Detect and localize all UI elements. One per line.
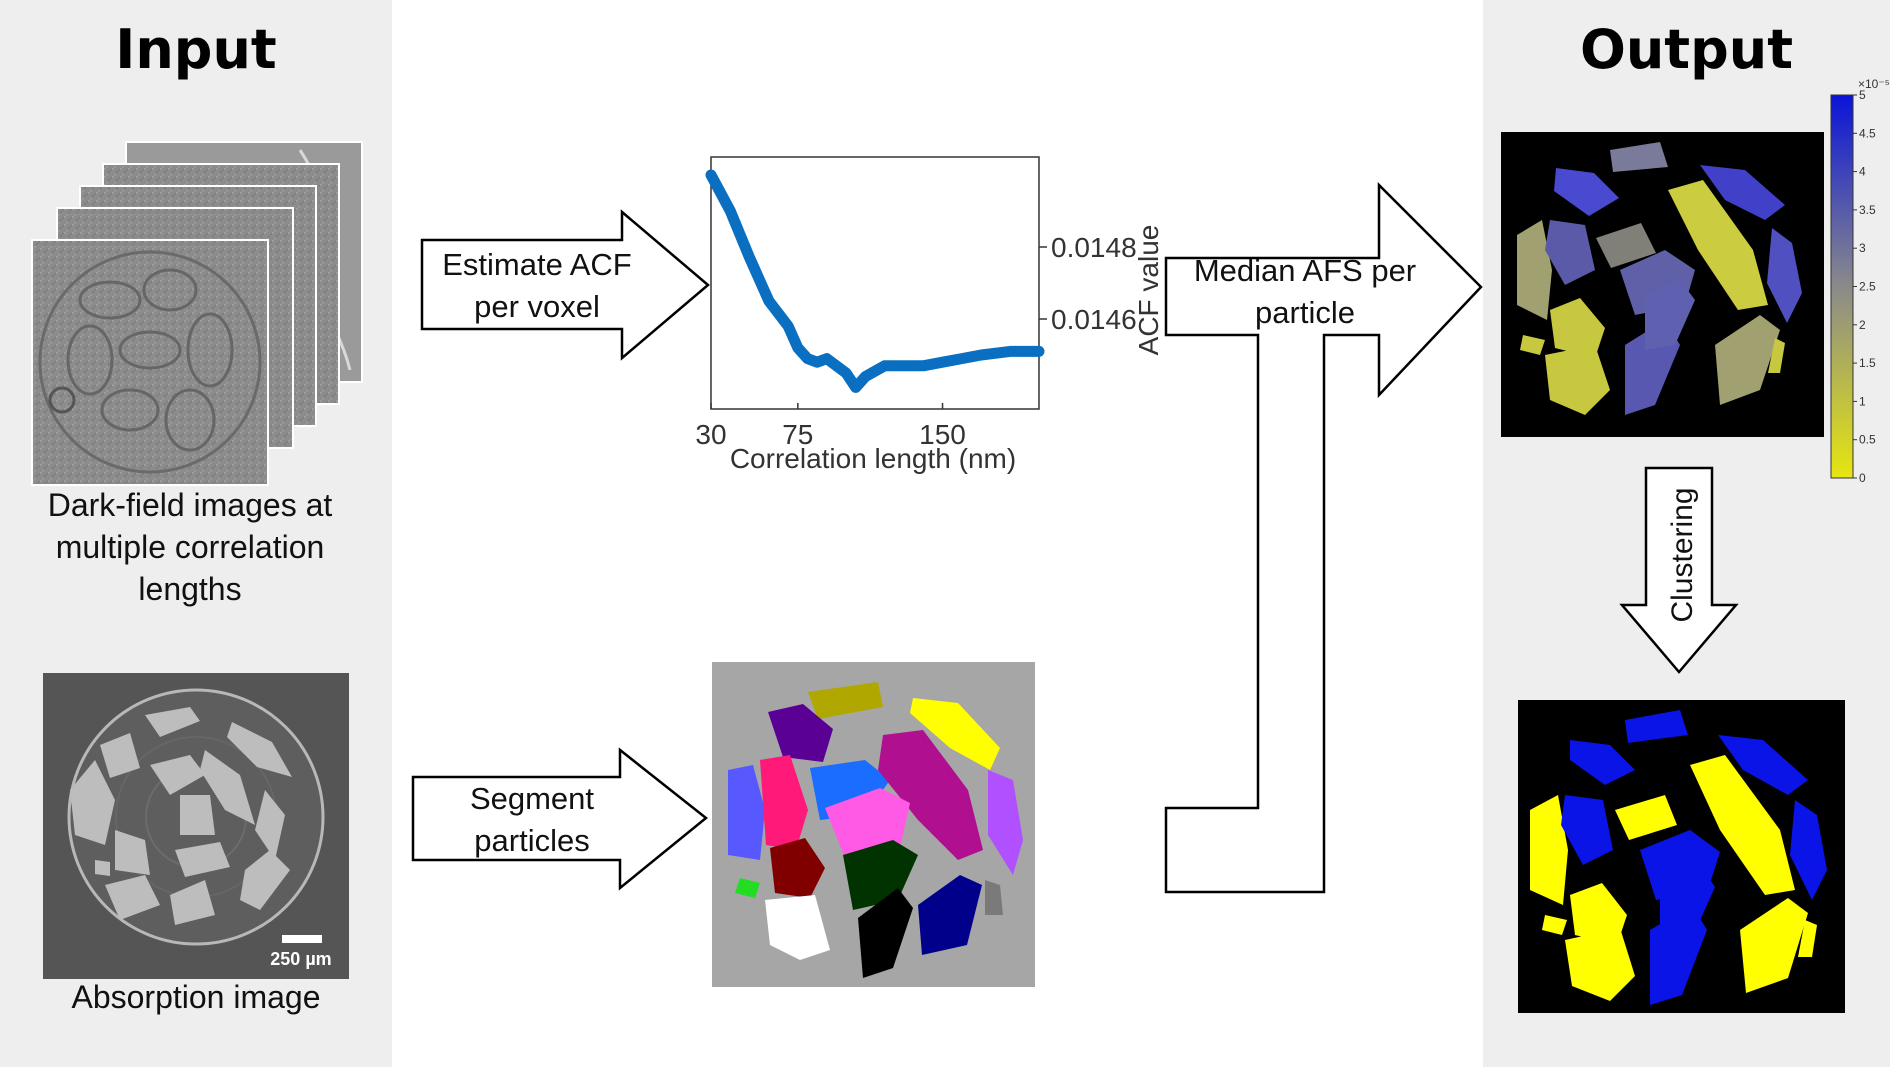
colorbar-tick-label: 4	[1859, 165, 1866, 179]
x-tick-label: 150	[919, 419, 966, 450]
acf-point	[825, 357, 828, 360]
y-tick-label: 0.0148	[1051, 232, 1137, 263]
colorbar-tick-label: 2	[1859, 318, 1866, 332]
acf-point	[960, 357, 963, 360]
acf-point	[902, 364, 905, 367]
colorbar-tick-label: 4.5	[1859, 126, 1876, 140]
cluster-result-image	[1518, 700, 1845, 1013]
acf-chart: 30 75 150 0.0148 0.0146 Correlation length (…	[695, 156, 1164, 474]
colorbar-tick-label: 5	[1859, 88, 1866, 102]
colorbar-tick-label: 1.5	[1859, 356, 1876, 370]
x-tick-label: 75	[782, 419, 813, 450]
colorbar-tick-label: 1	[1859, 394, 1866, 408]
acf-point	[1009, 350, 1012, 353]
afs-map-image	[1501, 132, 1824, 437]
median-afs-label: Median AFS per particle	[1193, 253, 1417, 330]
acf-point	[816, 361, 819, 364]
clustering-arrow	[1619, 466, 1739, 674]
acf-point	[883, 364, 886, 367]
colorbar-tick-label: 3	[1859, 241, 1866, 255]
acf-point	[941, 361, 944, 364]
absorption-label: Absorption image	[71, 979, 321, 1015]
colorbar-tick-label: 0	[1859, 471, 1866, 485]
scalebar-label: 250 µm	[270, 949, 331, 969]
colorbar-tick-label: 0.5	[1859, 433, 1876, 447]
acf-point	[854, 386, 857, 389]
acf-point	[806, 357, 809, 360]
darkfield-label: Dark-field images at multiple correlatio…	[47, 487, 333, 607]
darkfield-image-stack	[31, 141, 363, 486]
acf-point	[710, 174, 712, 176]
colorbar-exponent: ×10⁻⁵	[1858, 77, 1890, 91]
colorbar: 5 4.5 4 3.5 3 2.5 2 1.5 1 0.5 0 ×10⁻⁵	[1830, 77, 1890, 485]
acf-point	[748, 256, 751, 259]
acf-point	[729, 210, 732, 212]
clustering-label: Clustering	[1666, 487, 1699, 622]
estimate-acf-label: Estimate ACF per voxel	[442, 247, 632, 324]
acf-point	[767, 300, 770, 302]
output-title: Output	[1579, 18, 1794, 81]
acf-point	[922, 364, 925, 367]
segmentation-image	[712, 662, 1035, 987]
colorbar-tick-label: 3.5	[1859, 203, 1876, 217]
x-axis-label: Correlation length (nm)	[730, 443, 1016, 474]
estimate-acf-arrow	[420, 209, 710, 361]
y-tick-label: 0.0146	[1051, 304, 1137, 335]
acf-point	[796, 346, 799, 349]
segment-arrow	[411, 747, 708, 891]
acf-point	[864, 375, 867, 378]
segment-label: Segment particles	[469, 781, 595, 858]
acf-point	[787, 325, 790, 328]
y-axis-label: ACF value	[1133, 225, 1164, 356]
acf-point	[1038, 350, 1040, 353]
absorption-image	[43, 673, 349, 979]
x-tick-label: 30	[695, 419, 726, 450]
input-title: Input	[115, 18, 277, 81]
acf-series-line	[705, 169, 1045, 393]
median-afs-arrow	[1164, 181, 1483, 894]
acf-point	[845, 372, 848, 374]
acf-point	[980, 354, 983, 356]
colorbar-tick-label: 2.5	[1859, 280, 1876, 294]
